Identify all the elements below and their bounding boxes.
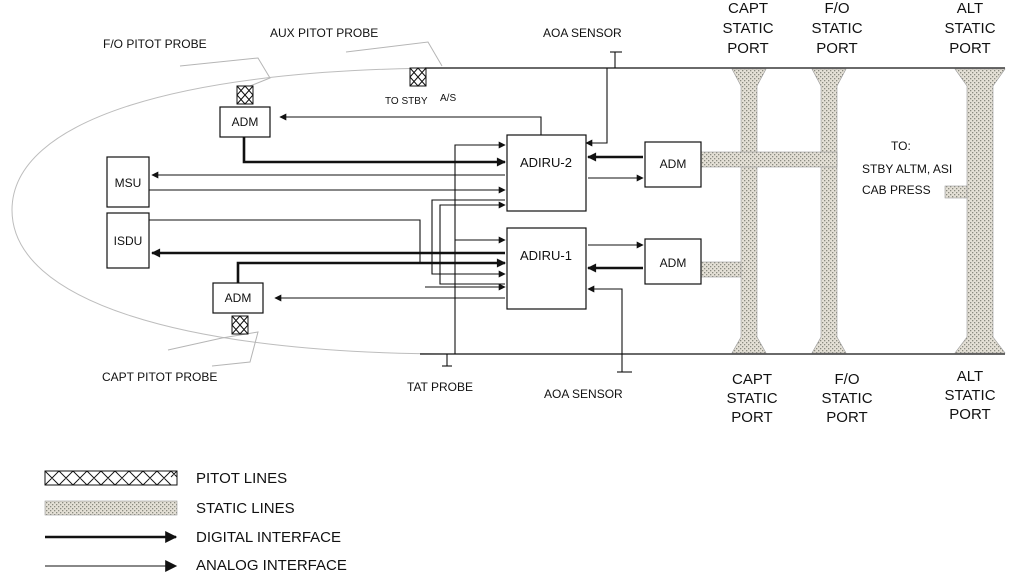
static-upper-crossover [700, 151, 838, 168]
svg-text:STATIC: STATIC [944, 387, 995, 404]
svg-text:ALT: ALT [957, 0, 983, 17]
aux-pitot-line [409, 67, 427, 87]
capt-static-port-bottom: CAPT STATIC PORT [726, 371, 777, 426]
legend-analog-label: ANALOG INTERFACE [196, 557, 347, 574]
legend: PITOT LINES STATIC LINES DIGITAL INTERFA… [44, 470, 347, 574]
connections [149, 51, 644, 373]
adm-fo-pitot-label: ADM [232, 115, 259, 129]
isdu-label: ISDU [114, 234, 143, 248]
alt-static-port-bottom: ALT STATIC PORT [944, 368, 995, 423]
svg-text:STATIC: STATIC [821, 390, 872, 407]
fo-pitot-probe-label: F/O PITOT PROBE [103, 37, 207, 51]
as-label: A/S [440, 93, 456, 104]
adm-fo-pitot: ADM [219, 106, 271, 138]
aoa-sensor-bottom-label: AOA SENSOR [544, 387, 623, 401]
adm-capt-pitot-label: ADM [225, 291, 252, 305]
msu-box: MSU [106, 156, 150, 208]
adiru-1-box: ADIRU-1 [506, 227, 587, 310]
svg-text:CAPT: CAPT [732, 371, 772, 388]
adm-capt-pitot: ADM [212, 282, 264, 314]
legend-digital-item: DIGITAL INTERFACE [45, 529, 341, 546]
svg-text:ALT: ALT [957, 368, 983, 385]
adiru-2-label: ADIRU-2 [520, 155, 572, 170]
legend-pitot-label: PITOT LINES [196, 470, 287, 487]
legend-static-swatch [44, 500, 178, 516]
static-lines [700, 68, 1006, 354]
static-port-labels-top: CAPT STATIC PORT F/O STATIC PORT ALT STA… [722, 0, 995, 57]
legend-pitot-item: PITOT LINES [44, 470, 287, 487]
adm-right-lower-label: ADM [660, 256, 687, 270]
fo-pitot-line [236, 85, 254, 105]
stby-altm-asi-label: STBY ALTM, ASI [862, 162, 952, 176]
legend-static-label: STATIC LINES [196, 500, 295, 517]
svg-text:PORT: PORT [816, 40, 857, 57]
svg-text:PORT: PORT [949, 40, 990, 57]
adm-right-upper: ADM [644, 141, 702, 188]
svg-text:STATIC: STATIC [722, 20, 773, 37]
legend-analog-item: ANALOG INTERFACE [45, 557, 347, 574]
svg-text:F/O: F/O [825, 0, 850, 17]
probe-outlines [167, 41, 443, 367]
capt-static-line [731, 68, 767, 354]
adm-right-lower: ADM [644, 238, 702, 285]
alt-static-port-top: ALT STATIC PORT [944, 0, 995, 57]
fo-static-port-bottom: F/O STATIC PORT [821, 371, 872, 426]
svg-text:STATIC: STATIC [944, 20, 995, 37]
diagram-labels: F/O PITOT PROBE AUX PITOT PROBE CAPT PIT… [102, 26, 952, 401]
to-stby-label: TO STBY [385, 96, 428, 107]
legend-pitot-swatch [44, 470, 178, 486]
static-lower-crossover [700, 261, 742, 278]
svg-text:STATIC: STATIC [726, 390, 777, 407]
alt-static-line [954, 68, 1006, 354]
svg-text:F/O: F/O [835, 371, 860, 388]
msu-label: MSU [115, 176, 142, 190]
tat-probe-label: TAT PROBE [407, 380, 473, 394]
svg-text:PORT: PORT [727, 40, 768, 57]
capt-pitot-line [231, 315, 249, 335]
adm-right-upper-label: ADM [660, 157, 687, 171]
legend-static-item: STATIC LINES [44, 500, 295, 517]
fuselage-outline [11, 67, 1005, 355]
svg-text:STATIC: STATIC [811, 20, 862, 37]
static-alt-tap [944, 185, 968, 199]
capt-pitot-probe-label: CAPT PITOT PROBE [102, 370, 217, 384]
aoa-sensor-top-label: AOA SENSOR [543, 26, 622, 40]
capt-static-port-top: CAPT STATIC PORT [722, 0, 773, 57]
fo-static-port-top: F/O STATIC PORT [811, 0, 862, 57]
cab-press-label: CAB PRESS [862, 183, 931, 197]
static-port-labels-bottom: CAPT STATIC PORT F/O STATIC PORT ALT STA… [726, 368, 995, 426]
svg-text:PORT: PORT [731, 409, 772, 426]
svg-text:CAPT: CAPT [728, 0, 768, 17]
fo-static-line [811, 68, 847, 354]
adiru-2-box: ADIRU-2 [506, 134, 587, 212]
isdu-box: ISDU [106, 212, 150, 269]
to-label: TO: [891, 139, 911, 153]
aux-pitot-probe-label: AUX PITOT PROBE [270, 26, 378, 40]
svg-text:PORT: PORT [949, 406, 990, 423]
adiru-1-label: ADIRU-1 [520, 248, 572, 263]
legend-digital-label: DIGITAL INTERFACE [196, 529, 341, 546]
svg-text:PORT: PORT [826, 409, 867, 426]
